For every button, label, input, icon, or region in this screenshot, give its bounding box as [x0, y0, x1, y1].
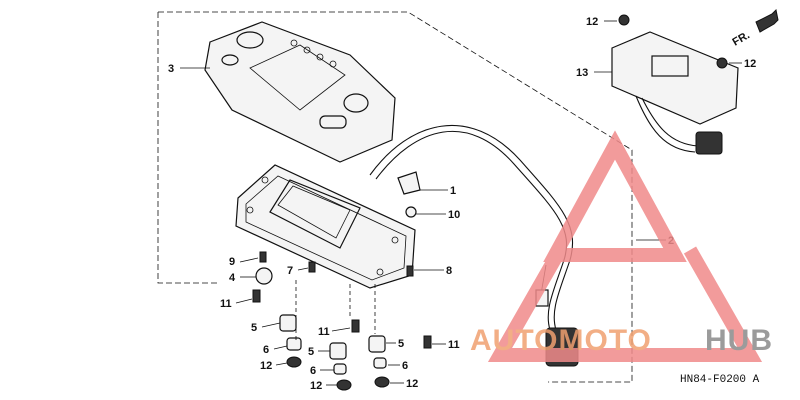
leader-lines: [180, 20, 742, 386]
watermark-text-primary: AUTOMOTO: [470, 324, 652, 357]
callout-7: 7: [287, 265, 293, 277]
callout-5: 5: [308, 346, 314, 358]
callout-5: 5: [398, 338, 404, 350]
meter-body: [235, 164, 416, 289]
front-direction-arrow: FR.: [731, 8, 779, 49]
callout-12: 12: [310, 380, 322, 392]
meter-cover: [204, 21, 396, 163]
callout-3: 3: [168, 63, 174, 75]
drawing-code: HN84-F0200 A: [680, 374, 760, 386]
callout-11: 11: [318, 326, 330, 338]
callout-6: 6: [263, 344, 269, 356]
callout-5: 5: [251, 322, 257, 334]
clamp-part: [397, 171, 421, 218]
callout-12: 12: [260, 360, 272, 372]
assembly-frame: [157, 11, 633, 383]
callout-6: 6: [310, 365, 316, 377]
watermark-logo: AUTOMOTO HUB: [470, 130, 773, 362]
callout-6: 6: [402, 360, 408, 372]
callout-12: 12: [406, 378, 418, 390]
watermark-text-secondary: HUB: [705, 324, 773, 357]
callout-9: 9: [229, 256, 235, 268]
control-unit: [611, 14, 739, 155]
callout-10: 10: [448, 209, 460, 221]
callout-8: 8: [446, 265, 452, 277]
callout-12: 12: [744, 58, 756, 70]
hardware-parts: [252, 251, 432, 391]
callout-11: 11: [220, 298, 232, 310]
callout-4: 4: [229, 272, 236, 284]
callout-12: 12: [586, 16, 598, 28]
callout-11: 11: [448, 339, 460, 351]
direction-label: FR.: [731, 29, 752, 48]
callout-13: 13: [576, 67, 588, 79]
callout-1: 1: [450, 185, 456, 197]
